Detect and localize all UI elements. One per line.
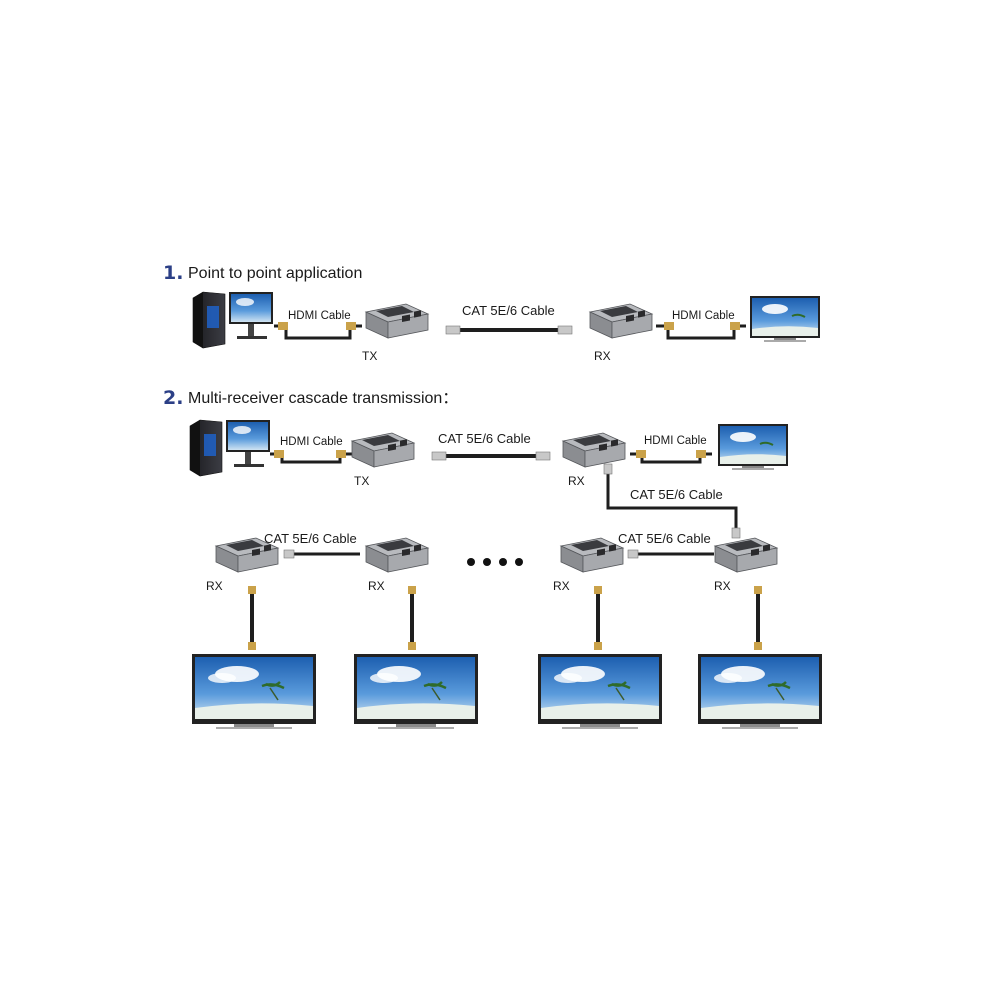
section1-hdmi-out-label: HDMI Cable <box>672 310 735 322</box>
tv-icon <box>749 295 821 343</box>
hdmi-cable-icon <box>594 586 602 650</box>
section1-number: 1. <box>163 262 183 284</box>
extender-tx-icon <box>351 432 415 468</box>
cat-cable-icon <box>606 466 738 536</box>
section1-title: Point to point application <box>188 265 362 282</box>
ellipsis-dot <box>467 558 475 566</box>
tv-icon <box>536 652 664 731</box>
tv-icon <box>717 423 789 471</box>
hdmi-plug-icon <box>346 322 356 330</box>
extender-rx-icon <box>365 537 429 573</box>
extender-rx-icon <box>560 537 624 573</box>
hdmi-cable-icon <box>408 586 416 650</box>
pc-tower-icon <box>189 419 271 477</box>
ellipsis-dot <box>499 558 507 566</box>
section2-cat-label-left: CAT 5E/6 Cable <box>264 531 357 546</box>
section2-hdmi-in-label: HDMI Cable <box>280 436 343 448</box>
rx-label-1: RX <box>206 579 223 593</box>
section2-number: 2. <box>163 387 183 409</box>
tv-icon <box>190 652 318 731</box>
section2-title: Multi-receiver cascade transmission： <box>188 390 458 407</box>
extender-rx-icon <box>562 432 626 468</box>
rx-label-3: RX <box>553 579 570 593</box>
extender-rx-icon <box>589 303 653 339</box>
section2-cat-label-main: CAT 5E/6 Cable <box>438 431 531 446</box>
ellipsis-dot <box>483 558 491 566</box>
rx-label-2: RX <box>368 579 385 593</box>
section2-cat-label-right: CAT 5E/6 Cable <box>618 531 711 546</box>
section1-tx-label: TX <box>362 349 377 363</box>
hdmi-cable-icon <box>754 586 762 650</box>
section1-rx-label: RX <box>594 349 611 363</box>
tv-icon <box>696 652 824 731</box>
tv-icon <box>352 652 480 731</box>
hdmi-cable-icon <box>248 586 256 650</box>
section2-rx-label-main: RX <box>568 474 585 488</box>
section2-hdmi-out-label: HDMI Cable <box>644 435 707 447</box>
extender-rx-icon <box>714 537 778 573</box>
section1-cat-label: CAT 5E/6 Cable <box>462 303 555 318</box>
ellipsis-dot <box>515 558 523 566</box>
extender-tx-icon <box>365 303 429 339</box>
section2-tx-label: TX <box>354 474 369 488</box>
section1-hdmi-in-label: HDMI Cable <box>288 310 351 322</box>
rx-label-4: RX <box>714 579 731 593</box>
pc-tower-icon <box>192 291 274 349</box>
hdmi-plug-icon <box>278 322 288 330</box>
section2-cat-label-down: CAT 5E/6 Cable <box>630 487 723 502</box>
